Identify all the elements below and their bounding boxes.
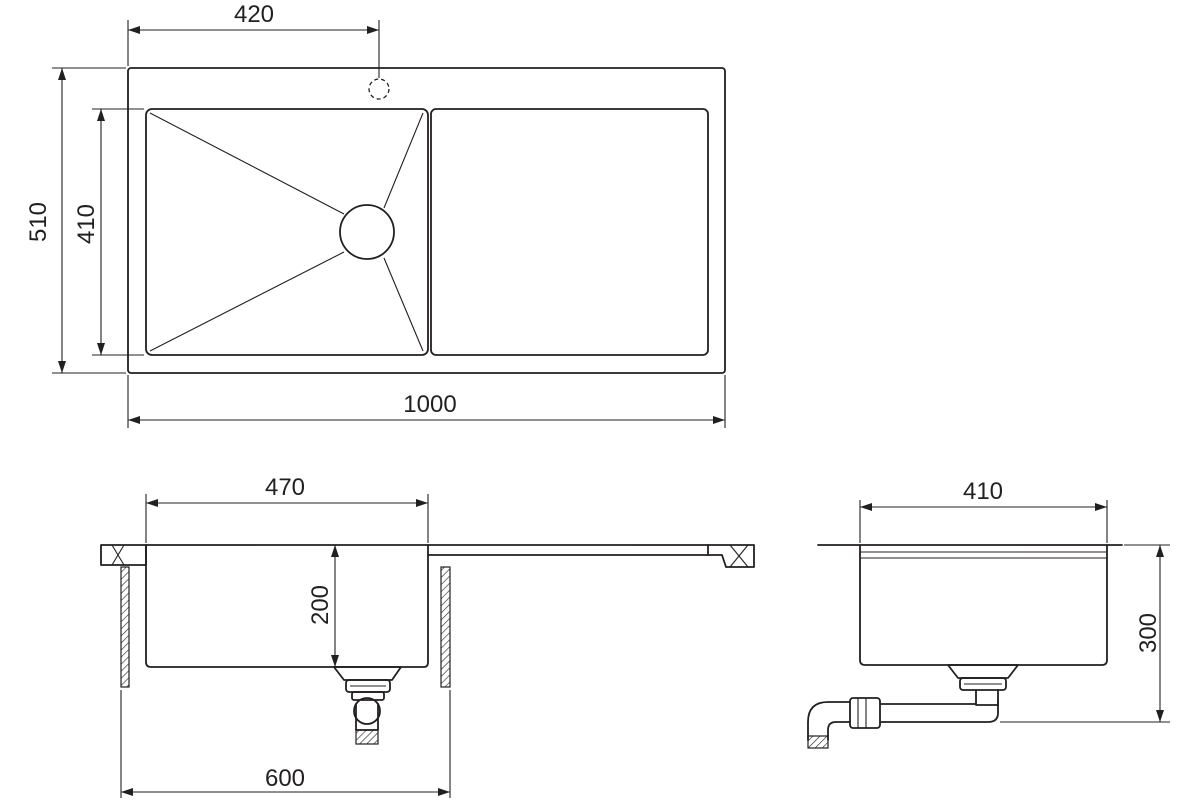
bowl-fold-line [383,112,424,209]
dimension-label: 1000 [403,391,456,418]
dimension-bowl-width: 470 [145,474,429,543]
bowl-fold-line [383,257,424,352]
dimension-total-height: 300 [1000,544,1170,723]
drain-hole [339,204,395,260]
dimension-bowl-height: 200 [307,545,339,667]
faucet-hole [368,78,390,100]
front-view: 470 200 600 [100,474,755,798]
drain-fitting [947,664,1019,706]
sink-outline [127,67,726,374]
left-flange [100,544,147,566]
dimension-label: 410 [963,478,1003,505]
dimension-faucet-offset: 420 [127,1,380,78]
dimension-bowl-depth: 410 [73,108,144,356]
dimension-bowl-width: 410 [859,478,1108,543]
bowl-outline [145,108,429,356]
cabinet-wall-right [440,566,451,688]
dimension-label: 470 [265,474,305,501]
dimension-total-depth: 510 [25,67,126,374]
side-view: 410 300 [807,478,1170,749]
dimension-label: 200 [307,585,334,625]
bowl-fold-line [149,112,345,215]
bowl-fold-line [149,251,345,352]
dimension-label: 410 [73,204,100,244]
dimension-label: 420 [234,1,274,28]
dimension-label: 510 [25,202,52,242]
dimension-label: 600 [265,765,305,792]
cabinet-wall-left [120,566,130,688]
drain-fitting [333,666,402,745]
bowl-section [145,544,429,668]
dimension-total-width: 1000 [127,375,726,428]
dimension-cabinet-width: 600 [120,690,451,798]
drainboard-outline [430,108,709,356]
right-flange [707,544,755,568]
bowl-section [859,544,1108,666]
top-view: 420 510 410 1000 [25,1,726,428]
dimension-label: 300 [1135,613,1162,653]
waste-pipe [807,697,999,749]
